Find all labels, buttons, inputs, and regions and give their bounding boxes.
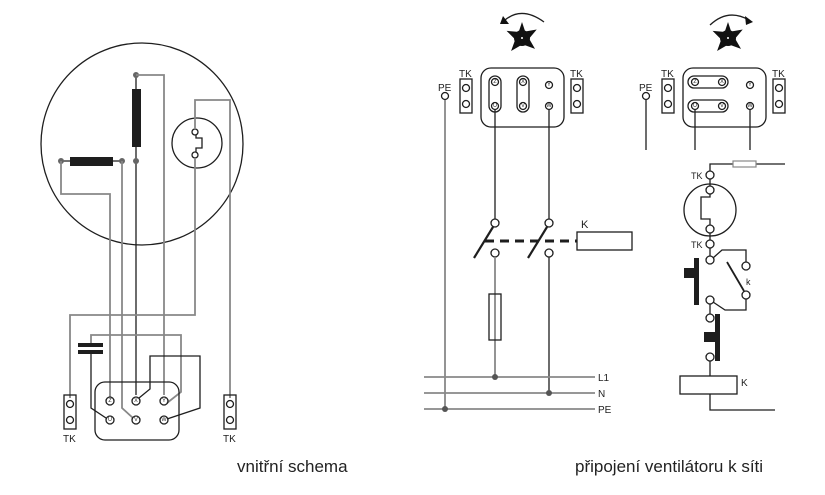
svg-text:U: U	[108, 417, 112, 423]
thermal-contact	[171, 117, 223, 169]
svg-text:X: X	[521, 79, 525, 85]
svg-text:TK: TK	[63, 434, 76, 445]
svg-text:V: V	[521, 103, 525, 109]
svg-text:X: X	[720, 79, 724, 85]
fuse	[488, 293, 502, 341]
svg-text:TK: TK	[772, 69, 785, 80]
svg-text:Y: Y	[547, 82, 551, 88]
svg-text:PE: PE	[438, 83, 452, 94]
mains-connection: PE TK TK Z U X V Y W K L1 N PE	[424, 12, 633, 416]
svg-text:TK: TK	[223, 434, 236, 445]
fan-icon	[710, 22, 745, 54]
internal-schema: Z X Y U V W TK TK	[40, 42, 244, 445]
svg-text:L1: L1	[598, 373, 610, 384]
fan-icon	[504, 22, 539, 54]
svg-text:V: V	[720, 103, 724, 109]
svg-text:TK: TK	[570, 69, 583, 80]
terminal-box	[94, 381, 180, 441]
svg-text:Z: Z	[493, 79, 497, 85]
caption-connection: připojení ventilátoru k síti	[575, 457, 763, 476]
stop-button	[694, 258, 699, 305]
svg-text:K: K	[581, 219, 589, 231]
svg-text:TK: TK	[691, 171, 703, 181]
svg-text:TK: TK	[661, 69, 674, 80]
svg-text:TK: TK	[459, 69, 472, 80]
motor-outline	[40, 42, 244, 246]
svg-text:W: W	[161, 417, 167, 423]
control-circuit: PE TK TK Z X U V Y W TK TK k	[639, 14, 786, 411]
svg-text:Y: Y	[748, 82, 752, 88]
svg-text:K: K	[741, 378, 748, 389]
thermal-contact	[683, 183, 737, 237]
svg-text:TK: TK	[691, 240, 703, 250]
start-button	[715, 314, 720, 361]
svg-text:N: N	[598, 389, 605, 400]
svg-text:Z: Z	[693, 79, 697, 85]
contactor-coil-k	[679, 375, 738, 395]
terminals: Z X Y U V W	[105, 396, 169, 425]
caption-internal-schema: vnitřní schema	[237, 457, 348, 476]
svg-text:Y: Y	[162, 398, 166, 404]
svg-text:W: W	[546, 103, 552, 109]
svg-text:W: W	[747, 103, 753, 109]
svg-text:PE: PE	[639, 83, 653, 94]
svg-text:U: U	[693, 103, 697, 109]
svg-text:Z: Z	[108, 398, 112, 404]
contactor-coil-k	[576, 231, 633, 251]
capacitor	[78, 343, 103, 347]
svg-text:U: U	[493, 103, 497, 109]
svg-text:X: X	[134, 398, 138, 404]
svg-text:V: V	[134, 417, 138, 423]
svg-text:k: k	[746, 277, 751, 287]
svg-text:PE: PE	[598, 405, 612, 416]
